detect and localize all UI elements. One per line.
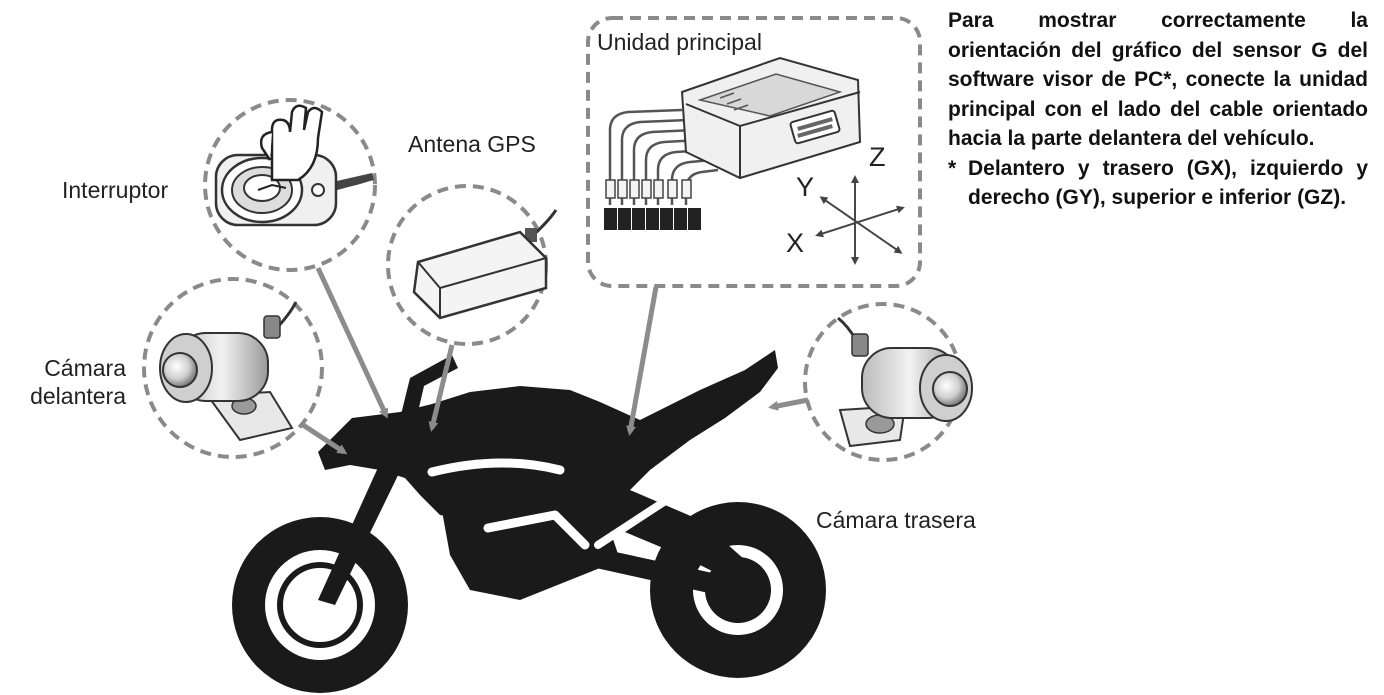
main-unit-arrow (626, 286, 659, 436)
front-camera-label: Cámara delantera (30, 355, 126, 409)
switch-arrow (315, 266, 389, 419)
gps-arrow (428, 344, 455, 432)
note-paragraph: Para mostrar correctamente la orientació… (948, 9, 1368, 150)
rear-camera-arrow (768, 397, 809, 411)
rear-camera-label: Cámara trasera (816, 507, 976, 533)
footnote-mark: * (948, 156, 957, 180)
motorcycle-icon (232, 350, 826, 693)
footnote-text: Delantero y trasero (GX), izquierdo y de… (968, 156, 1368, 210)
front-camera-arrow (301, 422, 348, 455)
gps-antenna-label: Antena GPS (408, 131, 536, 157)
finger-press-icon (214, 104, 374, 227)
axis-x-label: X (786, 228, 805, 258)
axes-icon (815, 175, 905, 265)
gps-antenna-icon (412, 209, 558, 320)
main-unit-callout (586, 16, 922, 288)
note-footnote: * Delantero y trasero (GX), izquierdo y d… (948, 154, 1368, 213)
axis-z-label: Z (869, 142, 886, 172)
switch-label: Interruptor (62, 177, 169, 203)
orientation-note: Para mostrar correctamente la orientació… (948, 6, 1368, 213)
front-camera-callout (142, 277, 324, 459)
camera-icon (837, 316, 973, 448)
main-unit-icon (604, 56, 862, 230)
main-unit-label: Unidad principal (597, 29, 762, 55)
switch-callout (203, 98, 377, 272)
axis-y-label: Y (796, 172, 815, 202)
front-camera-icon (159, 301, 298, 442)
